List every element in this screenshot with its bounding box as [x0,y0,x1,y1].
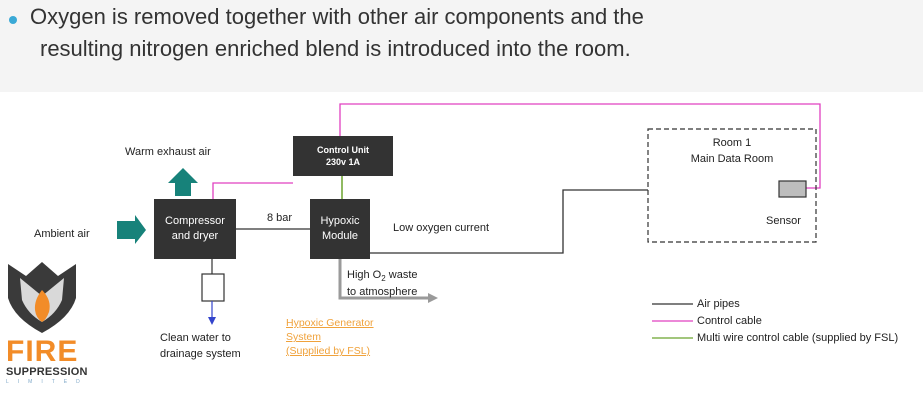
generator-link-line1[interactable]: Hypoxic Generator [286,317,374,329]
waste-label: High O2 waste to atmosphere [347,268,418,300]
ambient-air-arrow [117,215,146,244]
clean-water-line1: Clean water to [160,332,231,344]
room-box [647,128,817,243]
low-oxygen-label: Low oxygen current [393,222,489,234]
water-filter [201,273,225,302]
clean-water-label: Clean water to drainage system [160,331,241,363]
legend-control-cable: Control cable [697,315,762,327]
room-label: Room 1 Main Data Room [648,136,816,168]
compressor-label-2: and dryer [171,230,219,242]
waste-label-line2: to atmosphere [347,285,418,298]
generator-link-line2[interactable]: System [286,331,322,344]
compressor-box: Compressor and dryer [154,199,236,259]
warm-exhaust-label: Warm exhaust air [125,146,211,158]
company-logo: FIRE SUPPRESSION LIMITED [6,335,106,386]
waste-pipe [338,259,428,300]
sensor-label: Sensor [766,215,801,227]
header-band: Oxygen is removed together with other ai… [0,0,923,92]
logo-shield-icon [8,262,76,333]
legend-multi-wire: Multi wire control cable (supplied by FS… [697,332,899,344]
pressure-label: 8 bar [267,212,293,224]
room-label-line2: Main Data Room [690,152,774,165]
hypoxic-module-box: Hypoxic Module [310,199,370,259]
bullet-line-2: resulting nitrogen enriched blend is int… [40,36,631,62]
exhaust-arrow [168,168,198,196]
sensor-box [778,180,807,198]
control-unit-label-1: Control Unit [317,144,369,155]
generator-link-line3[interactable]: (Supplied by FSL) [286,345,371,358]
logo-word-suppression: SUPPRESSION [6,366,88,378]
bullet-dot [9,16,17,24]
logo-word-fire: FIRE [6,335,79,368]
hypoxic-label-1: Hypoxic [320,215,360,228]
waste-label-suffix: waste [385,269,418,281]
waste-label-prefix: High O [347,269,382,281]
control-cable-to-sensor [339,103,821,189]
room-label-line1: Room 1 [712,137,752,149]
bullet-text-1: Oxygen is removed together with other ai… [30,4,644,29]
bullet-line-1: Oxygen is removed together with other ai… [9,4,644,30]
air-pipe-low-oxygen [370,189,648,254]
logo-word-limited: LIMITED [6,379,89,385]
generator-link[interactable]: Hypoxic Generator System (Supplied by FS… [286,316,374,359]
hypoxic-label-2: Module [321,230,359,242]
legend-air-pipes: Air pipes [697,298,740,310]
ambient-air-label: Ambient air [34,228,90,240]
bullet-text-2: resulting nitrogen enriched blend is int… [40,36,631,61]
clean-water-line2: drainage system [160,347,241,360]
compressor-label-1: Compressor [165,215,225,228]
control-unit-label-2: 230v 1A [325,157,361,167]
waste-label-sub: 2 [381,274,386,284]
control-unit-box: Control Unit 230v 1A [293,136,393,176]
drain-arrow-head [208,317,216,325]
control-cable-to-compressor [212,182,293,199]
waste-arrow-head [428,293,438,303]
